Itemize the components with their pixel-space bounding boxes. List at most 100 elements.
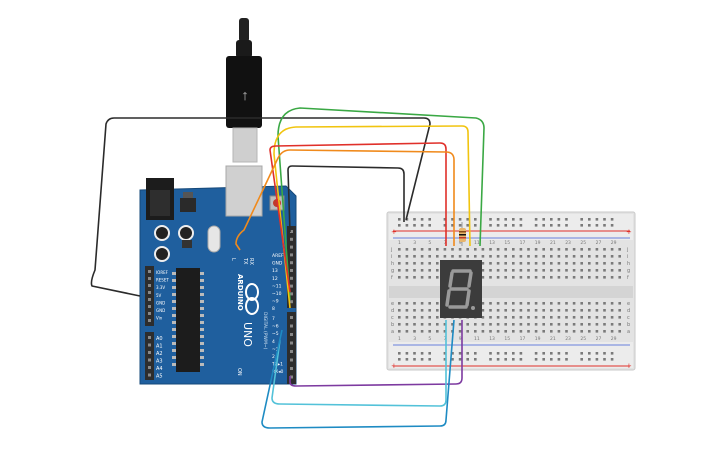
breadboard-hole[interactable] xyxy=(481,255,485,258)
breadboard-hole[interactable] xyxy=(542,218,545,221)
breadboard-hole[interactable] xyxy=(588,276,591,279)
breadboard-hole[interactable] xyxy=(398,316,401,319)
breadboard-hole[interactable] xyxy=(413,316,416,319)
header-hole[interactable] xyxy=(148,351,151,354)
breadboard-hole[interactable] xyxy=(428,323,431,326)
breadboard-hole[interactable] xyxy=(534,309,538,312)
breadboard-hole[interactable] xyxy=(443,224,447,227)
breadboard-hole[interactable] xyxy=(481,323,485,326)
header-hole[interactable] xyxy=(290,324,293,328)
breadboard-hole[interactable] xyxy=(595,276,599,279)
header-hole[interactable] xyxy=(290,350,293,353)
wire-black-digital[interactable] xyxy=(287,165,405,233)
breadboard-hole[interactable] xyxy=(580,224,583,227)
breadboard-hole[interactable] xyxy=(550,352,553,355)
breadboard-hole[interactable] xyxy=(565,302,568,305)
breadboard-hole[interactable] xyxy=(512,316,515,319)
breadboard-hole[interactable] xyxy=(398,302,401,305)
breadboard-hole[interactable] xyxy=(527,330,530,333)
breadboard-hole[interactable] xyxy=(504,309,507,312)
breadboard-hole[interactable] xyxy=(420,309,424,312)
breadboard-hole[interactable] xyxy=(557,218,561,221)
breadboard-hole[interactable] xyxy=(512,269,515,272)
breadboard-hole[interactable] xyxy=(496,330,500,333)
breadboard-hole[interactable] xyxy=(595,302,599,305)
breadboard-hole[interactable] xyxy=(572,262,576,265)
breadboard-hole[interactable] xyxy=(481,269,485,272)
breadboard-hole[interactable] xyxy=(398,323,401,326)
breadboard-hole[interactable] xyxy=(572,330,576,333)
breadboard-hole[interactable] xyxy=(542,330,545,333)
breadboard-hole[interactable] xyxy=(519,330,523,333)
breadboard-hole[interactable] xyxy=(527,262,530,265)
breadboard-hole[interactable] xyxy=(496,316,500,319)
breadboard-hole[interactable] xyxy=(481,248,485,251)
breadboard-hole[interactable] xyxy=(588,330,591,333)
breadboard-hole[interactable] xyxy=(405,262,409,265)
breadboard-hole[interactable] xyxy=(504,302,507,305)
breadboard-hole[interactable] xyxy=(557,255,561,258)
breadboard-hole[interactable] xyxy=(496,358,500,361)
breadboard-hole[interactable] xyxy=(588,224,591,227)
breadboard-hole[interactable] xyxy=(610,269,614,272)
breadboard-hole[interactable] xyxy=(504,316,507,319)
breadboard-hole[interactable] xyxy=(534,262,538,265)
breadboard-hole[interactable] xyxy=(618,323,621,326)
breadboard-hole[interactable] xyxy=(580,276,583,279)
breadboard-hole[interactable] xyxy=(504,323,507,326)
breadboard-hole[interactable] xyxy=(588,352,591,355)
breadboard-hole[interactable] xyxy=(618,302,621,305)
breadboard-hole[interactable] xyxy=(489,316,492,319)
breadboard-hole[interactable] xyxy=(398,218,401,221)
breadboard-hole[interactable] xyxy=(489,255,492,258)
breadboard-hole[interactable] xyxy=(512,218,515,221)
wire-yellow[interactable] xyxy=(273,125,471,309)
breadboard-hole[interactable] xyxy=(512,248,515,251)
header-hole[interactable] xyxy=(148,336,151,339)
breadboard-hole[interactable] xyxy=(405,248,409,251)
breadboard-hole[interactable] xyxy=(588,218,591,221)
breadboard-hole[interactable] xyxy=(413,276,416,279)
breadboard-hole[interactable] xyxy=(534,358,538,361)
breadboard-hole[interactable] xyxy=(580,262,583,265)
breadboard-hole[interactable] xyxy=(550,218,553,221)
breadboard-hole[interactable] xyxy=(534,269,538,272)
breadboard-hole[interactable] xyxy=(580,302,583,305)
breadboard-hole[interactable] xyxy=(466,358,469,361)
breadboard-hole[interactable] xyxy=(405,276,409,279)
breadboard-hole[interactable] xyxy=(458,352,462,355)
wire-black-gnd[interactable] xyxy=(90,117,431,297)
breadboard-hole[interactable] xyxy=(588,323,591,326)
breadboard-hole[interactable] xyxy=(420,255,424,258)
breadboard-hole[interactable] xyxy=(489,358,492,361)
breadboard-hole[interactable] xyxy=(458,358,462,361)
breadboard-hole[interactable] xyxy=(534,276,538,279)
breadboard-hole[interactable] xyxy=(595,309,599,312)
breadboard-hole[interactable] xyxy=(534,255,538,258)
breadboard-hole[interactable] xyxy=(519,255,523,258)
breadboard-hole[interactable] xyxy=(534,323,538,326)
breadboard-hole[interactable] xyxy=(519,218,523,221)
breadboard-hole[interactable] xyxy=(413,323,416,326)
breadboard-hole[interactable] xyxy=(618,276,621,279)
breadboard-hole[interactable] xyxy=(405,330,409,333)
breadboard-hole[interactable] xyxy=(443,323,447,326)
breadboard-hole[interactable] xyxy=(557,224,561,227)
breadboard-hole[interactable] xyxy=(481,276,485,279)
breadboard-hole[interactable] xyxy=(474,358,477,361)
breadboard-hole[interactable] xyxy=(436,302,439,305)
breadboard-hole[interactable] xyxy=(565,248,568,251)
breadboard-hole[interactable] xyxy=(398,262,401,265)
breadboard-hole[interactable] xyxy=(603,248,606,251)
breadboard-hole[interactable] xyxy=(542,358,545,361)
breadboard-hole[interactable] xyxy=(428,309,431,312)
breadboard-hole[interactable] xyxy=(534,330,538,333)
wire-red[interactable] xyxy=(269,142,447,293)
breadboard-hole[interactable] xyxy=(428,269,431,272)
breadboard-hole[interactable] xyxy=(504,218,507,221)
wires[interactable] xyxy=(90,107,485,429)
breadboard-hole[interactable] xyxy=(603,224,606,227)
breadboard-hole[interactable] xyxy=(519,262,523,265)
breadboard-hole[interactable] xyxy=(565,316,568,319)
